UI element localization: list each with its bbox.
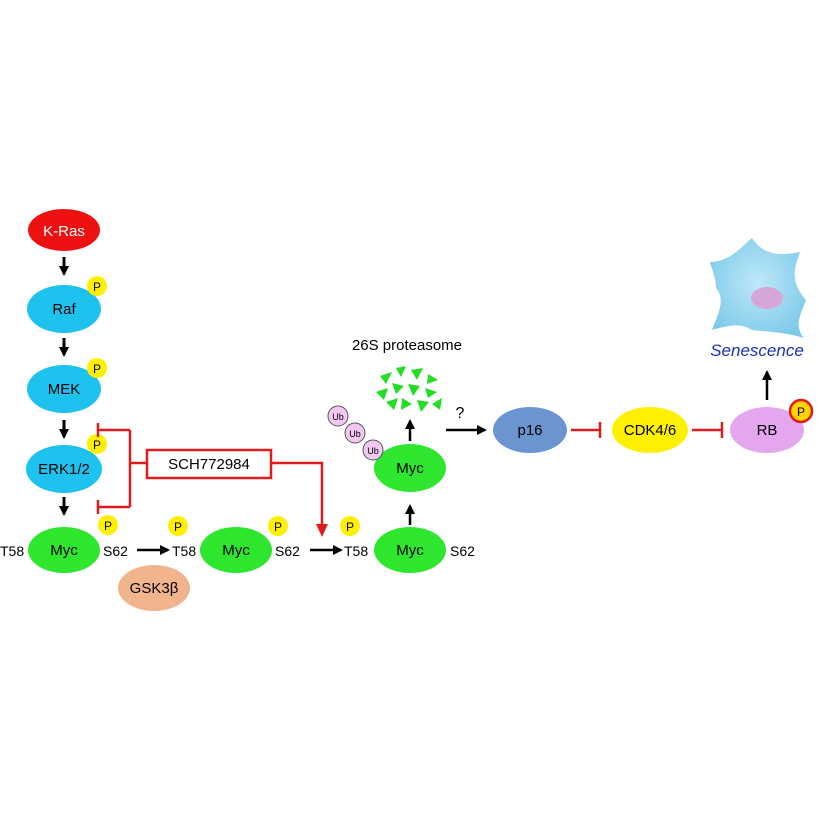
phospho-badge [87,434,107,454]
phospho-badge [87,358,107,378]
cdk46-node: CDK4/6 [612,407,688,453]
cell-nucleus [751,287,783,309]
phospho-label: P [93,280,101,294]
p16-label: p16 [517,422,542,439]
proteasome-label: 26S proteasome [352,337,462,354]
inhibit-p16-cdk [571,422,602,438]
inhibitor-group [96,423,328,537]
mek-label: MEK [48,381,81,398]
senescence-label: Senescence [710,341,804,360]
phospho-badge [87,276,107,296]
myc-stage-1: T58 Myc S62 P [0,515,128,573]
myc-label: Myc [222,542,250,559]
phospho-label: P [93,362,101,376]
phospho-badge [340,516,360,536]
t58-label: T58 [0,543,24,559]
gsk3b-node: GSK3β [118,565,190,611]
p16-node: p16 [493,407,567,453]
phospho-badge [98,515,118,535]
phospho-badge [268,516,288,536]
t58-label: T58 [172,543,196,559]
t58-label: T58 [344,543,368,559]
raf-label: Raf [52,301,76,318]
phospho-label: P [797,405,805,419]
s62-label: S62 [103,543,128,559]
ubiquitinated-myc: Myc Ub Ub Ub [327,405,446,492]
gsk3b-label: GSK3β [130,580,179,597]
ub-label: Ub [332,412,344,422]
phospho-label: P [104,519,112,533]
myc-stage-3: T58 Myc S62 P [340,516,475,573]
ubiquitin-chain: Ub Ub Ub [327,405,384,461]
mek-node: MEK P [27,358,107,413]
myc-stage-2: T58 Myc S62 P P [168,516,300,573]
kras-node: K-Ras [28,209,100,251]
ub-label: Ub [367,446,379,456]
rb-label: RB [757,422,778,439]
phospho-label: P [274,520,282,534]
question-mark: ? [456,405,465,422]
phospho-badge [168,516,188,536]
inhibitor-label: SCH772984 [168,456,250,473]
senescent-cell-icon [710,238,806,338]
raf-node: Raf P [27,276,107,333]
phospho-label: P [93,438,101,452]
degraded-fragments-icon [376,366,442,412]
kras-label: K-Ras [43,223,85,240]
myc-label: Myc [396,460,424,477]
phospho-badge [788,398,814,424]
phospho-label: P [174,520,182,534]
inhibit-cdk-rb [692,422,724,438]
rb-node: RB P [730,398,814,453]
erk-label: ERK1/2 [38,461,90,478]
erk-node: ERK1/2 P [26,434,107,493]
s62-label: S62 [450,543,475,559]
ub-label: Ub [349,429,361,439]
cdk46-label: CDK4/6 [624,422,677,439]
phospho-label: P [346,520,354,534]
myc-label: Myc [396,542,424,559]
myc-label: Myc [50,542,78,559]
s62-label: S62 [275,543,300,559]
